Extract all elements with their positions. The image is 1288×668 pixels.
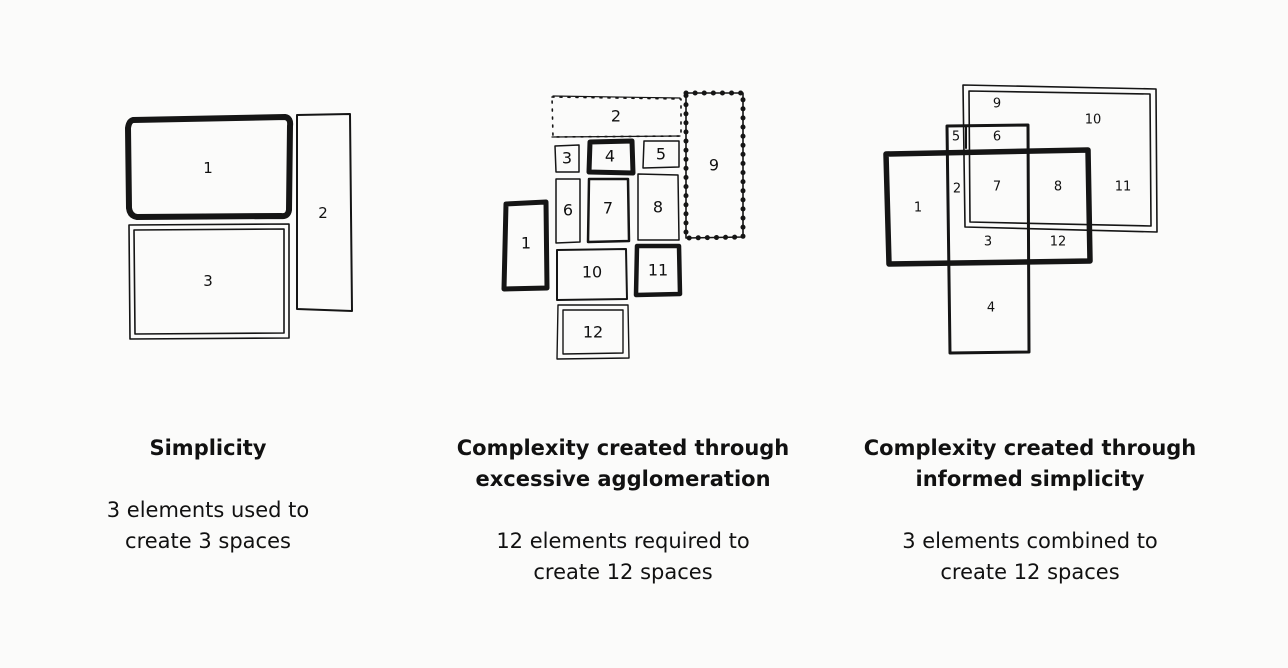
element-5-box bbox=[642, 140, 680, 169]
label-3: 3 bbox=[203, 272, 213, 290]
label-9: 9 bbox=[709, 156, 719, 175]
element-1-box bbox=[501, 199, 550, 292]
label-5: 5 bbox=[656, 145, 666, 164]
caption-description: 3 elements used to create 3 spaces bbox=[106, 498, 310, 553]
labels-diagram-1: 1 2 3 bbox=[203, 159, 328, 290]
element-8-box bbox=[637, 173, 680, 241]
diagram-simplicity bbox=[125, 113, 353, 340]
element-2-box bbox=[551, 95, 682, 138]
label-9: 9 bbox=[993, 97, 1001, 112]
label-4: 4 bbox=[605, 147, 615, 166]
element-11-box bbox=[633, 243, 683, 298]
element-6-box bbox=[555, 178, 581, 244]
label-1: 1 bbox=[914, 201, 922, 216]
diagram-informed-simplicity bbox=[883, 84, 1158, 355]
label-4: 4 bbox=[987, 301, 995, 316]
caption-title: Complexity created through excessive agg… bbox=[456, 436, 790, 491]
caption-description: 3 elements combined to create 12 spaces bbox=[902, 529, 1158, 584]
element-3-box bbox=[554, 144, 580, 173]
caption-description: 12 elements required to create 12 spaces bbox=[496, 529, 750, 584]
caption-informed-simplicity: Complexity created through informed simp… bbox=[850, 433, 1210, 588]
element-double-box-top-right bbox=[962, 84, 1158, 233]
label-8: 8 bbox=[1054, 180, 1062, 195]
element-12-double-box bbox=[556, 304, 630, 360]
label-1: 1 bbox=[521, 234, 531, 253]
caption-agglomeration: Complexity created through excessive agg… bbox=[443, 433, 803, 588]
label-10: 10 bbox=[1085, 113, 1102, 128]
labels-diagram-2: 1 2 3 4 5 6 7 8 9 10 11 12 bbox=[521, 107, 719, 342]
label-8: 8 bbox=[653, 198, 663, 217]
element-9-beaded-box bbox=[683, 90, 746, 241]
label-7: 7 bbox=[603, 199, 613, 218]
element-3-double-box bbox=[128, 223, 290, 340]
label-6: 6 bbox=[993, 130, 1001, 145]
label-2: 2 bbox=[318, 204, 328, 222]
label-2: 2 bbox=[611, 107, 621, 126]
label-2: 2 bbox=[953, 182, 961, 197]
label-3: 3 bbox=[984, 235, 992, 250]
label-11: 11 bbox=[648, 261, 668, 280]
label-6: 6 bbox=[563, 201, 573, 220]
label-3: 3 bbox=[562, 149, 572, 168]
element-1-thick-box bbox=[125, 114, 294, 220]
caption-title: Complexity created through informed simp… bbox=[863, 436, 1197, 491]
element-2-thin-box bbox=[296, 113, 353, 312]
label-10: 10 bbox=[582, 263, 602, 282]
label-1: 1 bbox=[203, 159, 213, 177]
label-7: 7 bbox=[993, 180, 1001, 195]
element-7-box bbox=[586, 177, 631, 244]
element-10-box bbox=[556, 248, 628, 301]
label-12: 12 bbox=[583, 323, 603, 342]
label-12: 12 bbox=[1050, 235, 1067, 250]
label-11: 11 bbox=[1115, 180, 1132, 195]
element-thick-horizontal-box bbox=[883, 147, 1093, 267]
caption-title: Simplicity bbox=[149, 436, 267, 460]
caption-simplicity: Simplicity 3 elements used to create 3 s… bbox=[88, 433, 328, 557]
label-5: 5 bbox=[952, 130, 960, 145]
element-4-box bbox=[586, 138, 636, 176]
diagram-agglomeration bbox=[501, 90, 746, 360]
element-vertical-box bbox=[945, 123, 1031, 355]
labels-diagram-3: 1 2 3 4 5 6 7 8 9 10 11 12 bbox=[914, 97, 1131, 316]
